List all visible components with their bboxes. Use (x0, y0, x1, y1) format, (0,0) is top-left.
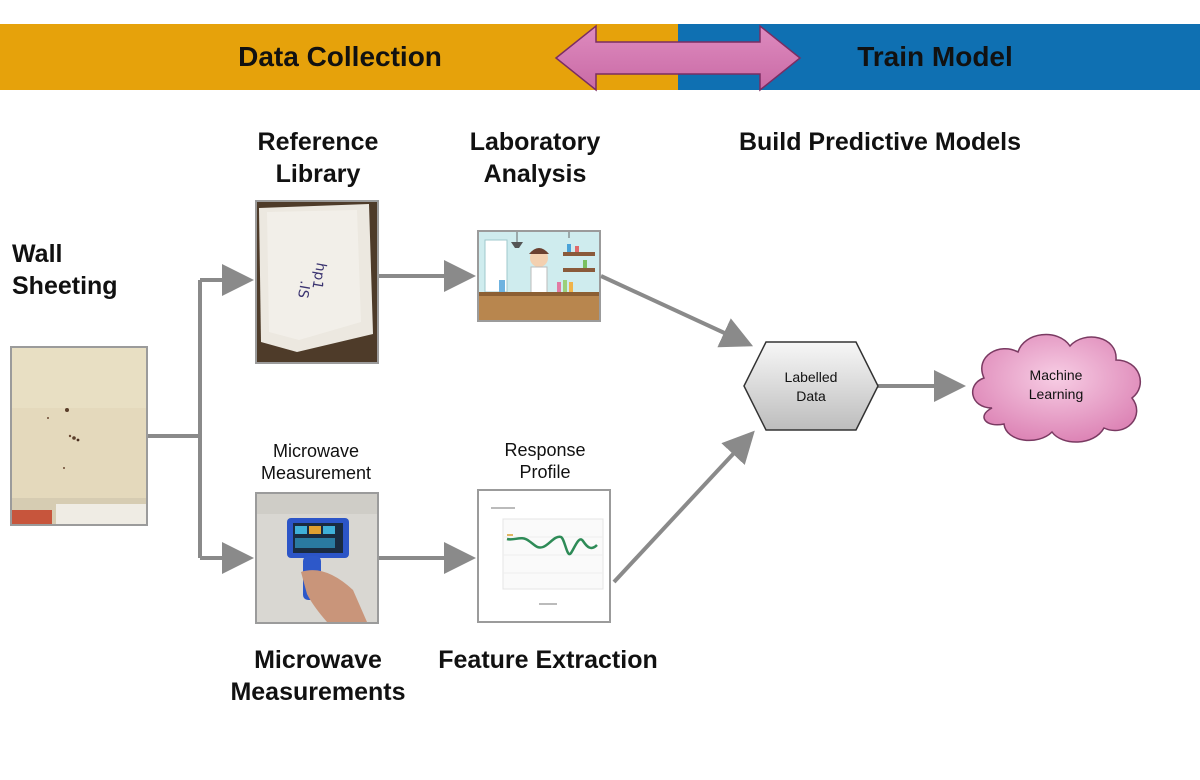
labelled-data-node (743, 341, 879, 431)
wall-sheeting-heading: Wall Sheeting (12, 240, 118, 300)
microwave-measurement-caption: Microwave Measurement (260, 441, 372, 483)
response-profile-plot (477, 489, 611, 623)
svg-text:.IS: .IS (294, 279, 313, 299)
double-arrow-icon (554, 24, 802, 92)
response-profile-caption: Response Profile (504, 440, 586, 482)
wall-sheeting-photo (10, 346, 148, 526)
laboratory-analysis-image (477, 230, 601, 322)
labelled-data-label: Labelled Data (784, 369, 838, 404)
reference-library-photo: hp1 .IS (255, 200, 379, 364)
svg-text:hp1: hp1 (308, 261, 328, 290)
machine-learning-cloud (971, 333, 1142, 443)
microwave-device-photo (255, 492, 379, 624)
train-model-title: Train Model (857, 41, 1013, 72)
microwave-measurements-heading: Microwave Measurements (230, 646, 406, 706)
data-collection-title: Data Collection (238, 41, 442, 72)
laboratory-analysis-heading: Laboratory Analysis (469, 128, 601, 188)
machine-learning-label: Machine Learning (1028, 367, 1084, 402)
build-predictive-models-heading: Build Predictive Models (738, 128, 1021, 156)
feature-extraction-heading: Feature Extraction (438, 646, 658, 674)
reference-library-heading: Reference Library (257, 128, 379, 188)
